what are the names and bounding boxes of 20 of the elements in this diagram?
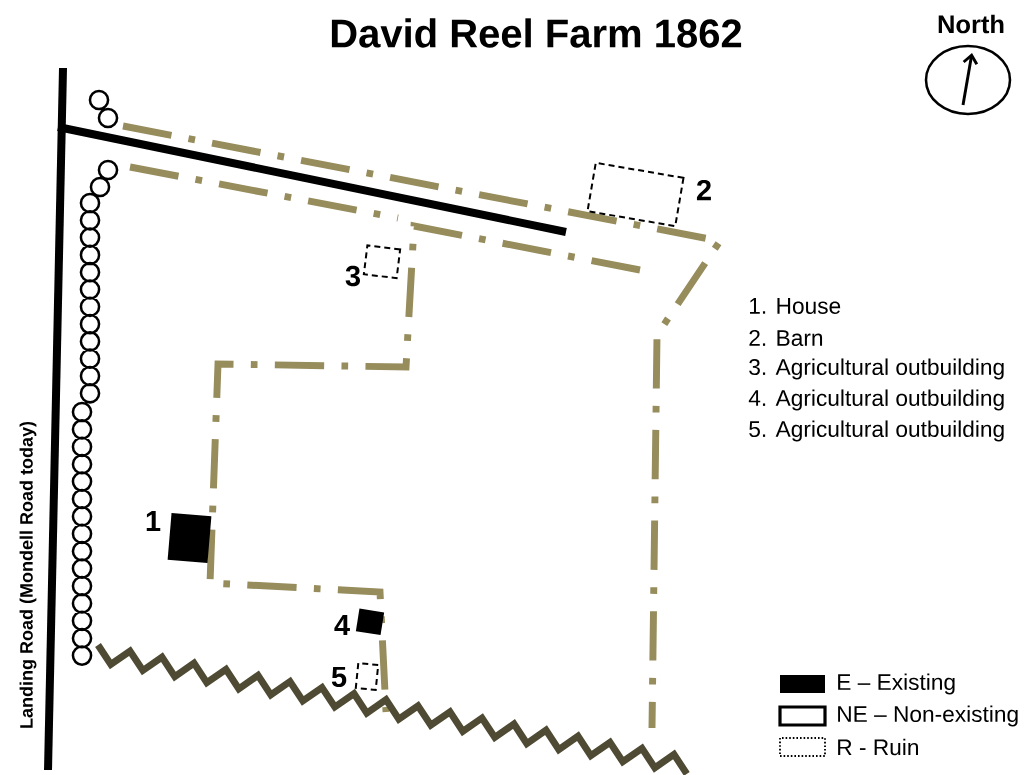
legend-label: R - Ruin	[838, 738, 918, 756]
building-footprint	[586, 161, 685, 228]
key-item: 3. Agricultural outbuilding	[749, 358, 1004, 380]
callout-number: 1	[146, 511, 161, 531]
building-footprint	[167, 512, 212, 564]
legend-label: E – Existing	[838, 673, 955, 695]
callout-number: 4	[334, 615, 350, 635]
key-item: 2. Barn	[749, 329, 823, 347]
key-item: 5. Agricultural outbuilding	[749, 420, 1004, 442]
building-footprint	[355, 608, 385, 636]
compass-label: North	[938, 14, 1004, 34]
legend-label: NE – Non-existing	[838, 705, 1018, 727]
road-name: Landing Road (Mondell Road today)	[19, 421, 37, 728]
key-item: 1. House	[750, 298, 841, 314]
callout-number: 3	[345, 265, 360, 287]
key-item: 4. Agricultural outbuilding	[748, 389, 1004, 411]
title: David Reel Farm 1862	[331, 18, 742, 48]
callout-number: 2	[696, 179, 711, 201]
callout-number: 5	[331, 666, 347, 688]
building-footprint	[362, 244, 402, 280]
